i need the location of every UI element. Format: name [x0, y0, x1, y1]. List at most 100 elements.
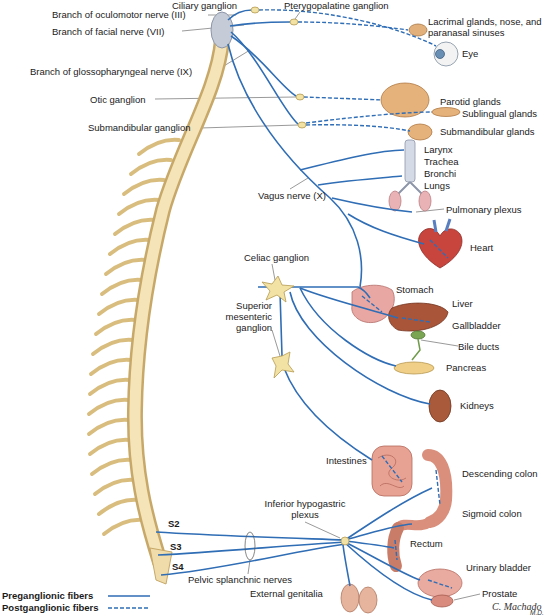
organ	[431, 595, 453, 607]
text-label: Inferior hypogastric plexus	[250, 498, 360, 520]
ganglion	[272, 352, 294, 378]
spinal-nerve	[106, 260, 146, 274]
ganglion	[262, 276, 294, 302]
postganglionic-fiber	[402, 318, 430, 322]
preganglionic-fiber	[228, 10, 252, 20]
spinal-cord-outline	[135, 40, 222, 562]
text-label: Vagus nerve (X)	[258, 190, 326, 201]
preganglionic-fiber	[332, 198, 412, 212]
text-label: Otic ganglion	[90, 94, 145, 105]
leader-line	[295, 12, 300, 19]
leader-line	[454, 594, 480, 600]
preganglionic-fiber	[228, 44, 361, 287]
ganglion	[290, 19, 298, 25]
organ	[434, 42, 458, 66]
text-label: Descending colon	[462, 468, 538, 479]
text-label: Gallbladder	[452, 320, 501, 331]
preganglionic-fiber	[343, 545, 350, 586]
preganglionic-fiber	[231, 32, 298, 124]
text-label: Superior mesenteric ganglion	[208, 300, 272, 333]
preganglionic-fiber	[345, 524, 412, 540]
organ	[434, 219, 450, 232]
legend-text: Preganglionic fibers	[2, 590, 93, 601]
spinal-nerve	[89, 420, 129, 434]
organ	[389, 191, 401, 211]
spinal-nerve	[91, 360, 131, 374]
leader-line	[272, 264, 275, 280]
legend-text: Postganglionic fibers	[2, 602, 99, 613]
postganglionic-fiber	[436, 470, 440, 505]
text-label: Lungs	[424, 180, 450, 191]
postganglionic-fiber	[362, 296, 382, 312]
preganglionic-fiber	[156, 10, 432, 600]
leader-line	[200, 125, 298, 128]
organ	[405, 140, 415, 182]
text-label: Lacrimal glands, nose, and paranasal sin…	[428, 16, 558, 38]
text-label: Bronchi	[424, 168, 456, 179]
organ	[432, 108, 460, 117]
text-label: S2	[168, 518, 180, 529]
organ	[419, 191, 431, 211]
text-label: Parotid glands	[440, 96, 501, 107]
preganglionic-fiber	[300, 288, 396, 366]
preganglionic-fiber	[284, 368, 372, 460]
spinal-nerve	[90, 440, 130, 454]
text-label: Rectum	[410, 538, 443, 549]
text-label: External genitalia	[250, 588, 323, 599]
text-label: Larynx	[424, 144, 453, 155]
postganglionic-fiber	[259, 10, 436, 46]
organ	[352, 285, 395, 322]
postganglionic-fiber	[306, 125, 410, 131]
legend-line-sample	[108, 607, 150, 609]
text-label: Branch of oculomotor nerve (III)	[52, 9, 186, 20]
text-label: Bile ducts	[458, 341, 499, 352]
text-label: Pulmonary plexus	[446, 204, 522, 215]
organ	[409, 24, 427, 36]
preganglionic-fiber	[161, 544, 345, 575]
organ	[419, 229, 462, 268]
preganglionic-fiber	[300, 150, 404, 170]
preganglionic-fiber	[318, 176, 402, 185]
spinal-nerve	[119, 200, 159, 214]
text-label: Eye	[462, 48, 478, 59]
organ	[341, 24, 462, 613]
spinal-nerve	[99, 500, 139, 514]
text-label: Sublingual glands	[462, 108, 537, 119]
text-label: Heart	[470, 242, 493, 253]
organ	[394, 362, 434, 374]
spinal-cord	[135, 40, 222, 562]
organ	[378, 455, 406, 487]
spinal-nerve	[131, 160, 171, 174]
text-label: Prostate	[482, 588, 517, 599]
nerve-bundle-ring	[245, 532, 255, 560]
preganglionic-fiber	[231, 36, 296, 96]
spinal-nerve	[115, 220, 155, 234]
text-label: Pelvic splanchnic nerves	[188, 574, 292, 585]
organ	[408, 124, 432, 140]
leader-line	[155, 97, 296, 99]
text-label: Branch of glossopharyngeal nerve (IX)	[30, 66, 192, 77]
text-label: Kidneys	[460, 400, 494, 411]
leader-line	[305, 522, 340, 538]
text-label: Sigmoid colon	[462, 508, 522, 519]
text-label: Celiac ganglion	[244, 252, 309, 263]
text-label: Trachea	[424, 156, 459, 167]
organ	[393, 528, 398, 566]
ganglion	[251, 7, 259, 13]
text-label: Submandibular glands	[440, 126, 535, 137]
text-label: Intestines	[326, 455, 367, 466]
postganglionic-fiber	[428, 580, 452, 588]
spinal-nerve	[104, 520, 144, 534]
text-label: Stomach	[396, 284, 434, 295]
spinal-nerve	[90, 380, 130, 394]
spinal-nerve	[124, 180, 164, 194]
text-label: Pterygopalatine ganglion	[284, 0, 389, 11]
spinal-nerve	[110, 240, 150, 254]
postganglionic-fiber	[430, 240, 448, 258]
text-label: S4	[172, 561, 184, 572]
preganglionic-fiber	[345, 541, 394, 548]
organ	[398, 182, 422, 194]
